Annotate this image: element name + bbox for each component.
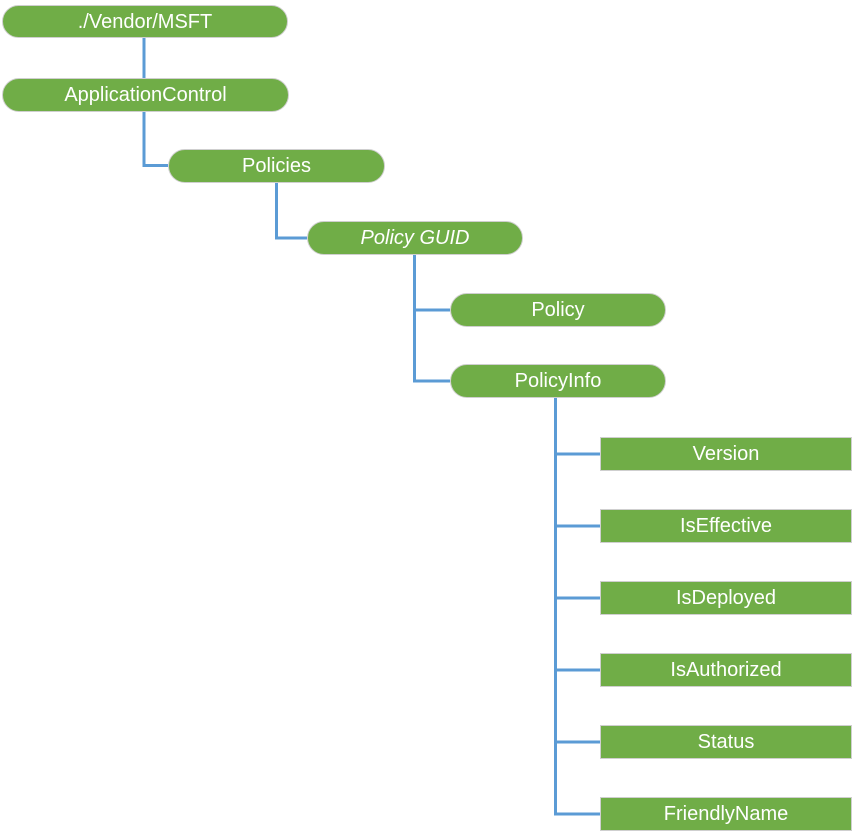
edge-policyguid-policy xyxy=(413,255,450,312)
edge-policyguid-policyinfo xyxy=(413,310,450,383)
edge-policyinfo-trunk xyxy=(554,398,600,816)
node-policy: Policy xyxy=(450,293,666,327)
node-isdeployed: IsDeployed xyxy=(600,581,852,615)
node-label: PolicyInfo xyxy=(514,370,602,392)
node-version: Version xyxy=(600,437,852,471)
node-iseffective: IsEffective xyxy=(600,509,852,543)
node-label: IsDeployed xyxy=(675,587,777,609)
node-label: Policies xyxy=(242,155,311,177)
node-label: Status xyxy=(697,731,755,753)
node-status: Status xyxy=(600,725,852,759)
node-policyinfo: PolicyInfo xyxy=(450,364,666,398)
node-label: Policy xyxy=(531,299,585,321)
node-policy-guid: Policy GUID xyxy=(307,221,523,255)
node-label: IsAuthorized xyxy=(670,659,782,681)
edge-applicationcontrol-policies xyxy=(142,112,168,167)
node-label: Policy GUID xyxy=(360,227,470,249)
node-label: IsEffective xyxy=(680,515,772,537)
node-applicationcontrol: ApplicationControl xyxy=(2,78,289,112)
node-label: ./Vendor/MSFT xyxy=(77,10,213,33)
node-friendlyname: FriendlyName xyxy=(600,797,852,831)
node-vendor-msft: ./Vendor/MSFT xyxy=(2,5,288,38)
node-label: FriendlyName xyxy=(663,803,789,825)
node-label: Version xyxy=(692,443,760,465)
node-label: ApplicationControl xyxy=(64,84,227,106)
edge-policies-policyguid xyxy=(275,183,307,240)
node-isauthorized: IsAuthorized xyxy=(600,653,852,687)
node-policies: Policies xyxy=(168,149,385,183)
